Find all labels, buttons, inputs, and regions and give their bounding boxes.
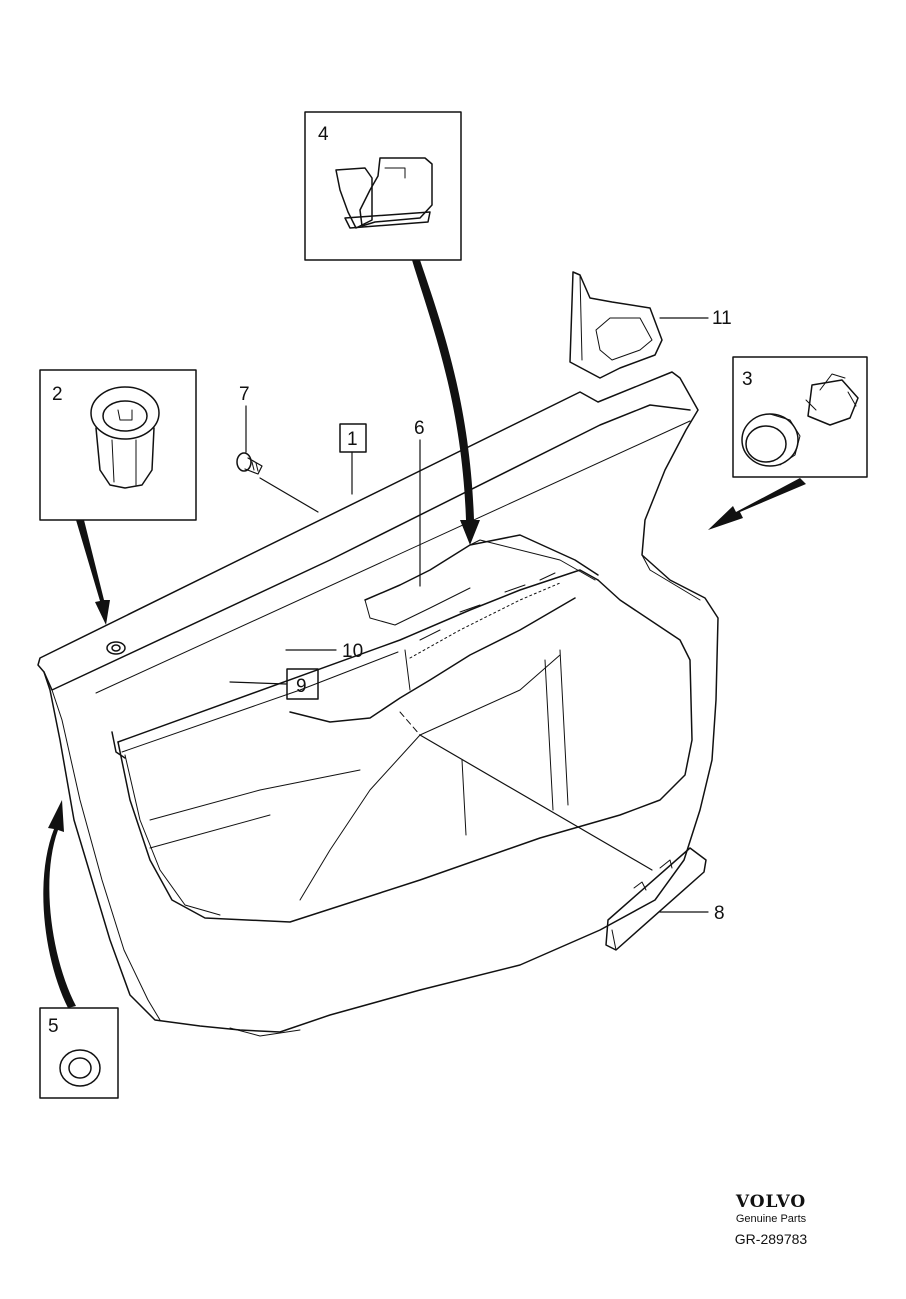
callout-6: 6: [414, 418, 425, 439]
callout-2: 2: [52, 384, 63, 405]
pointer-arrow-2: [76, 520, 110, 625]
callout-9: 9: [296, 676, 307, 697]
door-trim-panel: [37, 371, 719, 1037]
grommet-detail-box: [39, 369, 197, 521]
callout-8: 8: [714, 903, 725, 924]
callout-7: 7: [239, 384, 250, 405]
callout-10: 10: [342, 641, 363, 662]
push-clip-detail-box: [732, 356, 868, 478]
brand-logo-text: VOLVO: [735, 1192, 807, 1212]
screw: [236, 452, 263, 475]
brand-subtitle: Genuine Parts: [735, 1213, 807, 1225]
washer-detail-box: [39, 1007, 119, 1099]
mirror-trim-cover: [569, 271, 663, 379]
diagram-reference: GR-289783: [734, 1231, 808, 1247]
small-trim-strip: [605, 847, 707, 951]
callout-1: 1: [347, 429, 358, 450]
callout-5: 5: [48, 1016, 59, 1037]
callout-11: 11: [712, 308, 732, 329]
pointer-arrow-3: [708, 478, 806, 530]
callout-4: 4: [318, 124, 329, 145]
pointer-arrow-5: [43, 800, 76, 1008]
callout-3: 3: [742, 369, 753, 390]
pointer-arrow-4: [412, 260, 480, 545]
clip-detail-box: [304, 111, 462, 261]
